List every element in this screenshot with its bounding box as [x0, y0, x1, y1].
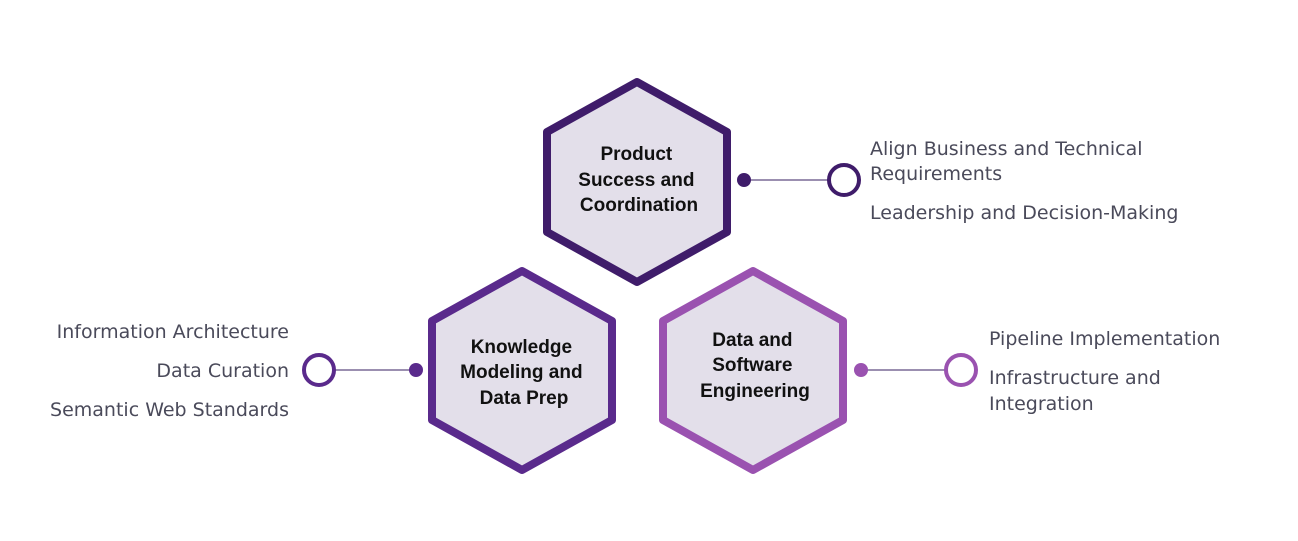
list-item-line: Leadership and Decision-Making [870, 202, 1178, 224]
list-item-line: Infrastructure and [989, 367, 1161, 389]
hexagon-icon [659, 267, 847, 474]
list-item: Infrastructure and Integration [989, 367, 1167, 415]
list-item-line: Information Architecture [57, 321, 289, 343]
connector-knowledge [302, 353, 423, 387]
hexagon-icon [428, 267, 616, 474]
list-item-line: Integration [989, 393, 1094, 415]
list-item-line: Requirements [870, 163, 1002, 185]
connector-product [737, 163, 861, 197]
list-item: Leadership and Decision-Making [870, 202, 1178, 224]
hexagon-title-line: Success and [578, 170, 694, 191]
list-item: Semantic Web Standards [50, 399, 289, 421]
hexagon-title: Data and Software Engineering [700, 330, 810, 402]
list-item: Data Curation [156, 360, 289, 382]
list-item: Pipeline Implementation [989, 328, 1220, 350]
connector-dot-icon [854, 363, 868, 377]
list-item-line: Semantic Web Standards [50, 399, 289, 421]
connector-ring-icon [827, 163, 861, 197]
hexagon-title: Product Success and Coordination [578, 144, 699, 216]
hexagon-title-line: Coordination [580, 195, 698, 216]
hexagon-title-line: Product [600, 144, 672, 165]
connector-dot-icon [409, 363, 423, 377]
hexagon-title-line: Data Prep [480, 388, 569, 409]
list-item: Information Architecture [57, 321, 289, 343]
list-item-line: Align Business and Technical [870, 138, 1143, 160]
hexagon-title-line: Engineering [700, 381, 810, 402]
list-item-line: Pipeline Implementation [989, 328, 1220, 350]
connector-ring-icon [944, 353, 978, 387]
connector-ring-icon [302, 353, 336, 387]
hexagon-knowledge: Knowledge Modeling and Data Prep [428, 267, 616, 474]
hexagon-product: Product Success and Coordination [543, 78, 731, 286]
hexagon-icon [543, 78, 731, 286]
hexagon-engineering: Data and Software Engineering [659, 267, 847, 474]
hexagon-title-line: Knowledge [471, 337, 572, 358]
list-item: Align Business and Technical Requirement… [870, 138, 1149, 185]
connector-dot-icon [737, 173, 751, 187]
hexagon-title-line: Modeling and [460, 362, 582, 383]
hexagon-title-line: Software [712, 355, 792, 376]
connector-engineering [854, 353, 978, 387]
hexagon-title-line: Data and [712, 330, 792, 351]
list-item-line: Data Curation [156, 360, 289, 382]
hexagon-title: Knowledge Modeling and Data Prep [460, 337, 588, 409]
